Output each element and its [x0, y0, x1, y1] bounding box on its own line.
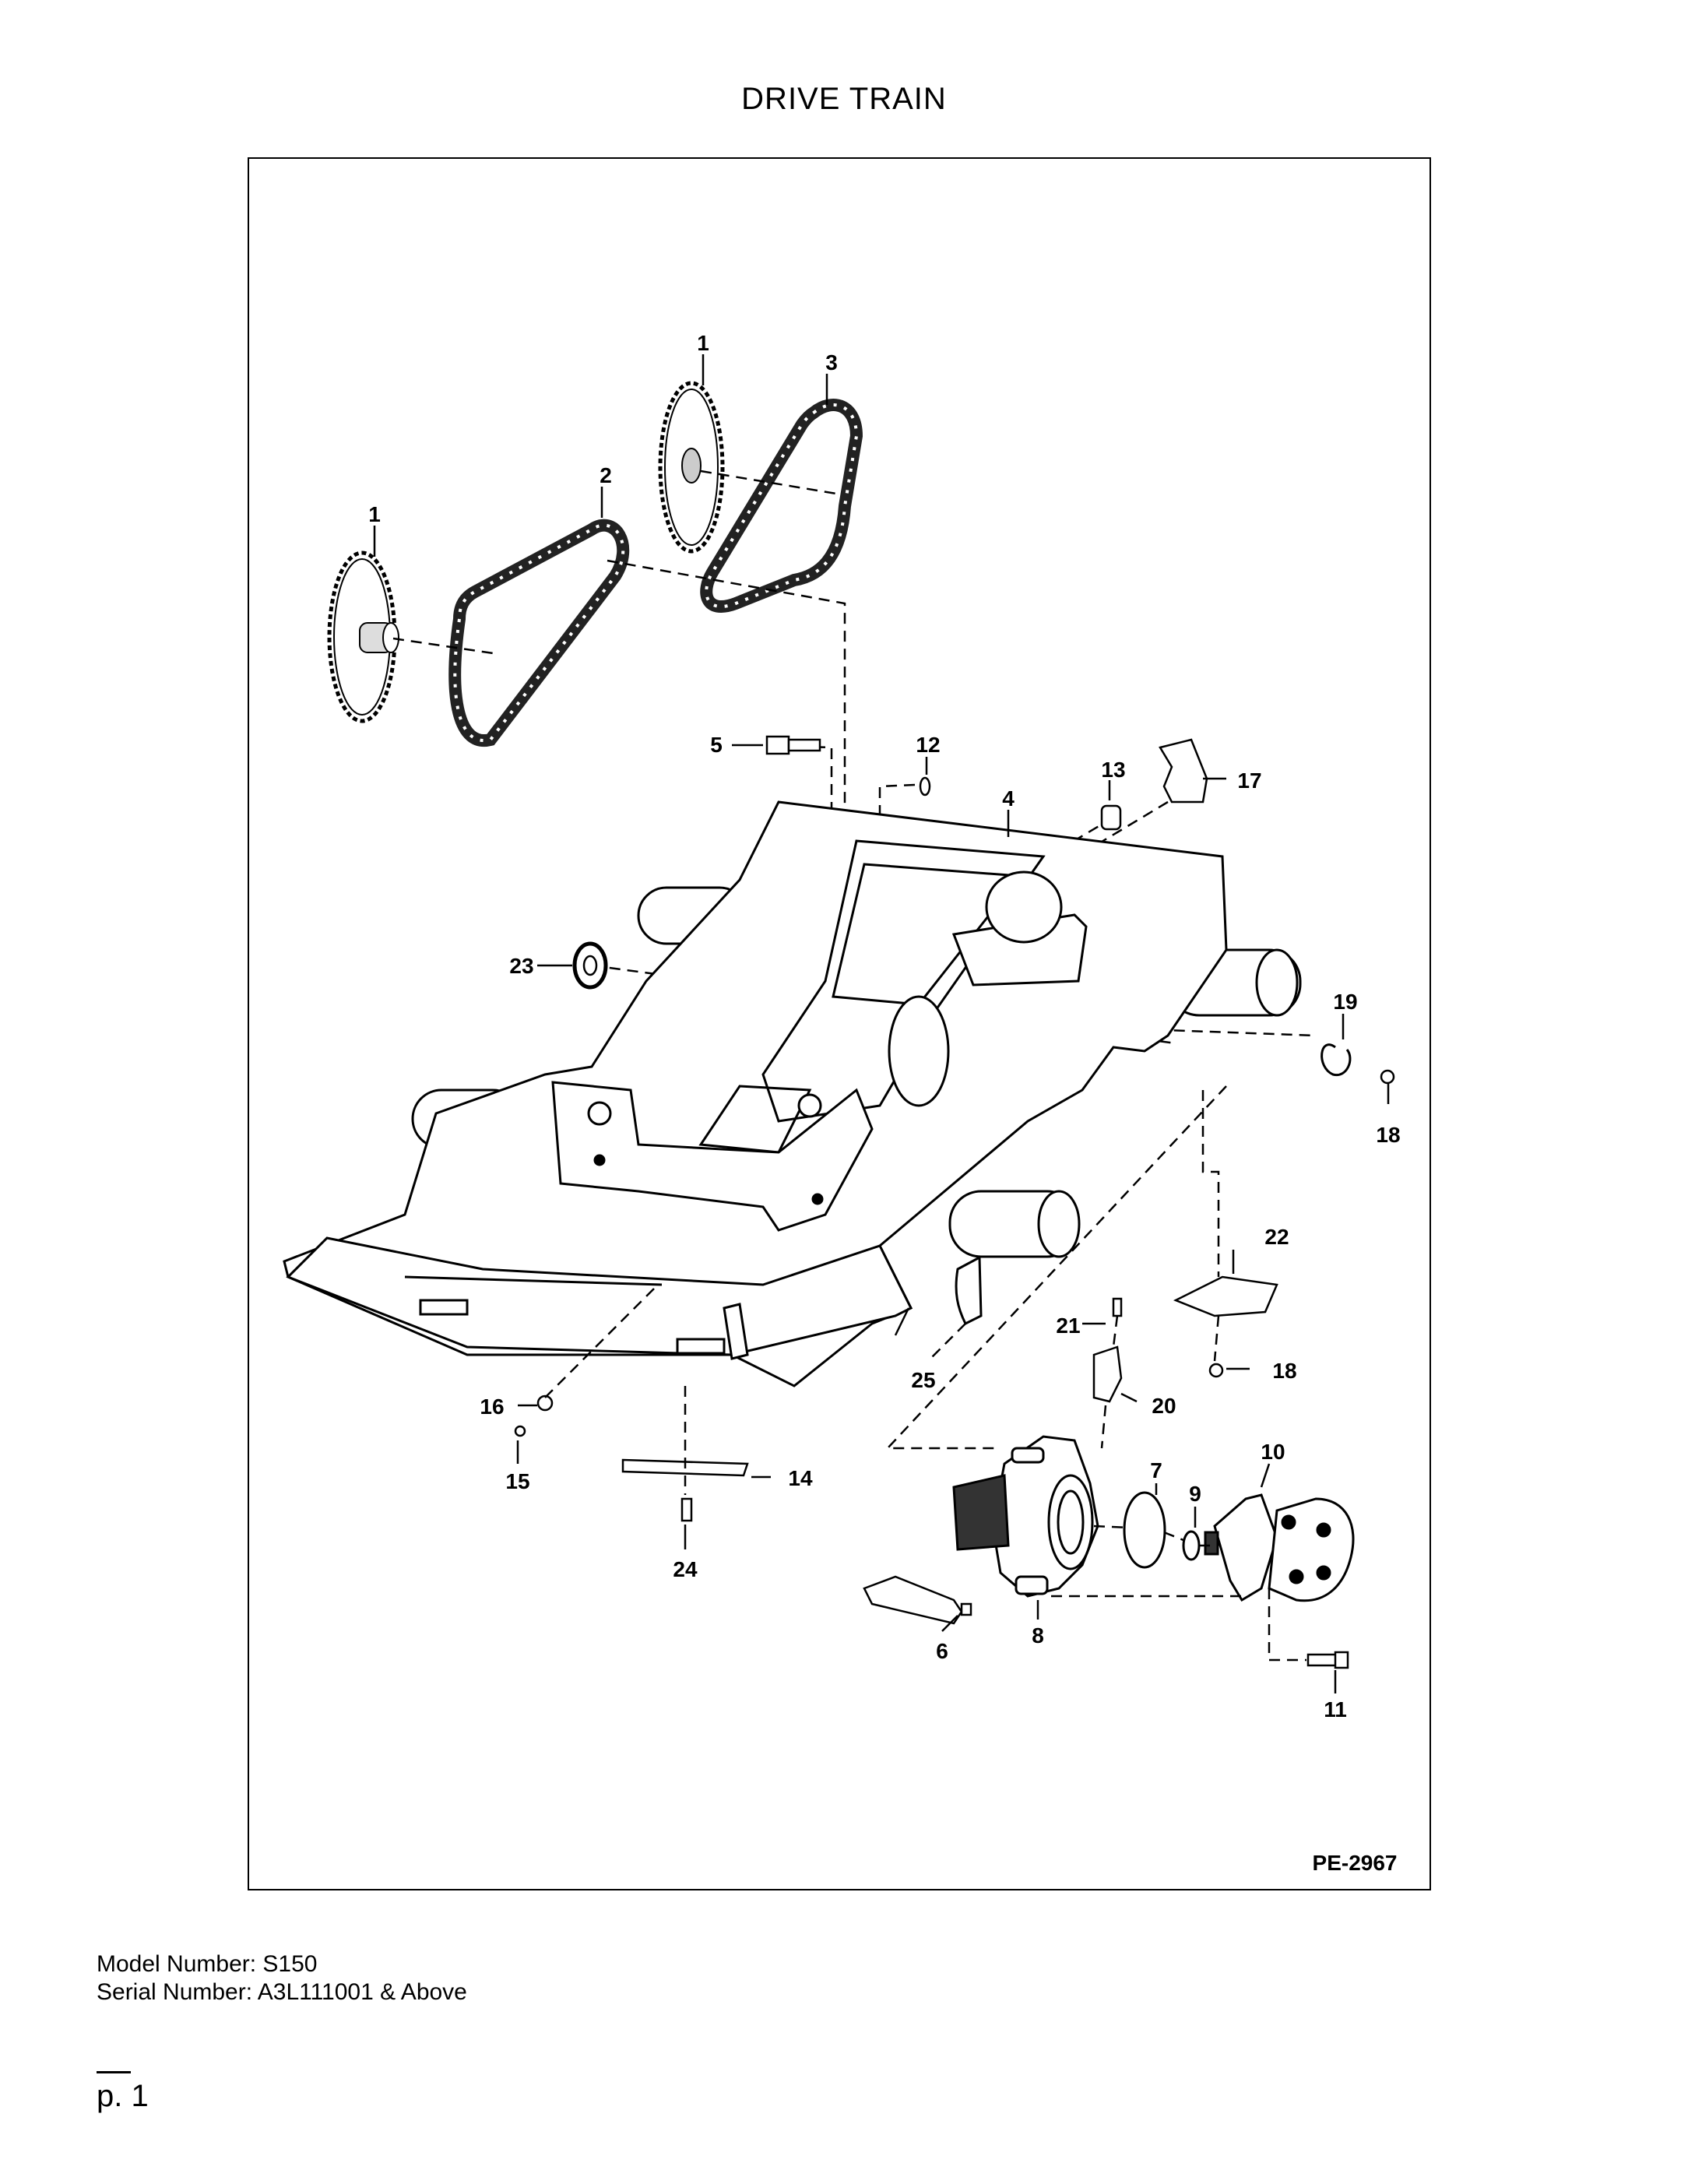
figure-id: PE-2967 [1313, 1851, 1398, 1875]
callout-22: 22 [1264, 1225, 1289, 1249]
callout-10: 10 [1261, 1440, 1285, 1464]
callout-9: 9 [1189, 1482, 1201, 1506]
sprocket-upper [658, 381, 725, 554]
model-number: Model Number: S150 [97, 1951, 318, 1977]
diagram-frame [248, 157, 1431, 1890]
callout-ticks [373, 354, 1390, 1693]
callout-labels: 1 1 2 3 4 5 6 7 8 9 10 11 12 13 14 15 16… [368, 331, 1400, 1722]
callout-6: 6 [936, 1639, 948, 1663]
callout-14: 14 [788, 1466, 813, 1490]
drive-chain-rear [700, 399, 863, 613]
page-number: p. 1 [97, 2079, 149, 2113]
callout-18-lower: 18 [1272, 1359, 1296, 1383]
drive-motor [1204, 1493, 1355, 1602]
callout-20: 20 [1152, 1394, 1176, 1418]
main-frame [283, 800, 1302, 1387]
callout-25: 25 [911, 1368, 935, 1392]
sprocket-left [327, 550, 399, 723]
callout-2: 2 [600, 463, 612, 487]
callout-5: 5 [710, 733, 723, 757]
callout-21: 21 [1056, 1314, 1080, 1338]
gearbox-assembly [952, 1435, 1099, 1598]
callout-8: 8 [1032, 1623, 1044, 1648]
callout-24: 24 [673, 1557, 698, 1581]
drive-chain-front [448, 519, 630, 747]
callout-18-upper: 18 [1376, 1123, 1400, 1147]
callout-12: 12 [916, 733, 940, 757]
page-title: DRIVE TRAIN [741, 82, 947, 116]
callout-16: 16 [480, 1394, 504, 1419]
callout-23: 23 [509, 954, 533, 978]
callout-15: 15 [505, 1469, 529, 1493]
callout-4: 4 [1002, 786, 1015, 811]
callout-3: 3 [825, 350, 838, 375]
callout-7: 7 [1150, 1458, 1162, 1482]
callout-19: 19 [1333, 990, 1357, 1014]
hardware [514, 735, 1395, 1669]
callout-1-left: 1 [368, 502, 381, 526]
callout-17: 17 [1237, 768, 1261, 793]
callout-1-upper: 1 [697, 331, 709, 355]
page-number-rule [97, 2071, 131, 2073]
leader-lines-lower [544, 1085, 1306, 1662]
callout-13: 13 [1101, 758, 1125, 782]
serial-number: Serial Number: A3L111001 & Above [97, 1979, 467, 2005]
callout-11: 11 [1324, 1697, 1347, 1722]
